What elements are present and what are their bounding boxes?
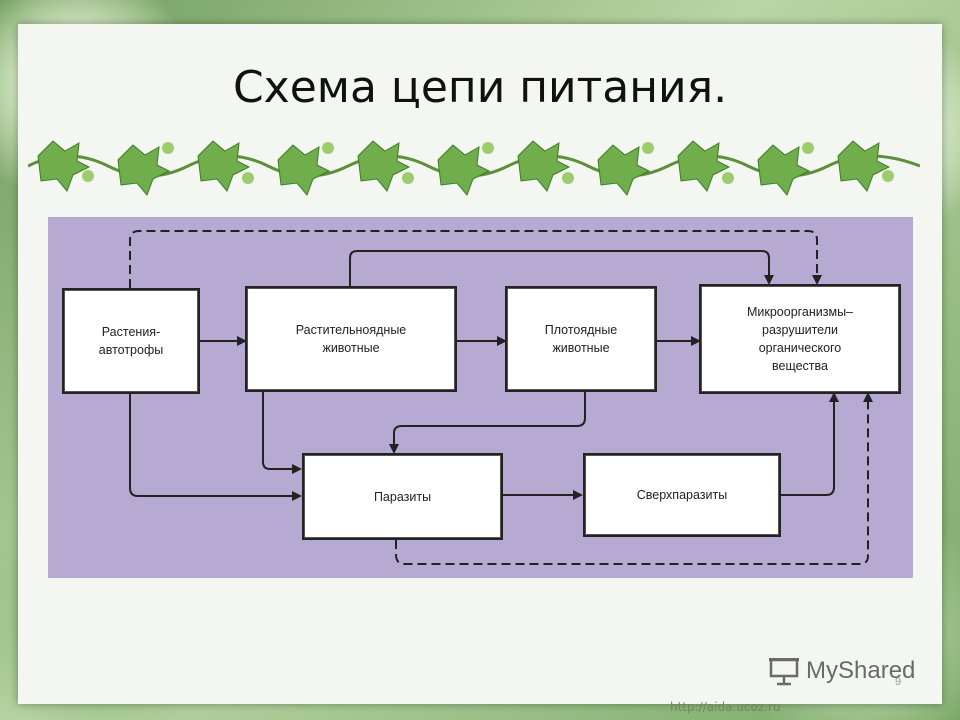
box-plants-autotrophs: Растения- автотрофы [62,288,200,394]
box-microorganisms: Микроорганизмы– разрушители органическог… [699,284,901,394]
box-parasites-label: Паразиты [373,489,432,504]
box-plants-label: Растения- автотрофы [98,325,164,357]
box-carnivores-label: Плотоядные животные [544,323,618,355]
box-carnivores: Плотоядные животные [505,286,657,392]
source-url: http://aida.ucoz.ru [670,700,781,714]
box-microorganisms-label: Микроорганизмы– разрушители органическог… [746,305,854,373]
page-number: 9 [895,676,902,688]
box-herbivores: Растительноядные животные [245,286,457,392]
box-hyperparasites: Сверхпаразиты [583,453,781,537]
logo-text: MyShared [806,657,916,684]
presentation-board-icon [769,658,799,686]
box-hyperparasites-label: Сверхпаразиты [636,488,728,502]
myshared-logo: MyShared [768,656,915,686]
vine-decoration [28,140,920,196]
box-parasites: Паразиты [302,453,503,540]
box-herbivores-label: Растительноядные животные [295,323,407,355]
slide-title: Схема цепи питания. [232,62,728,113]
